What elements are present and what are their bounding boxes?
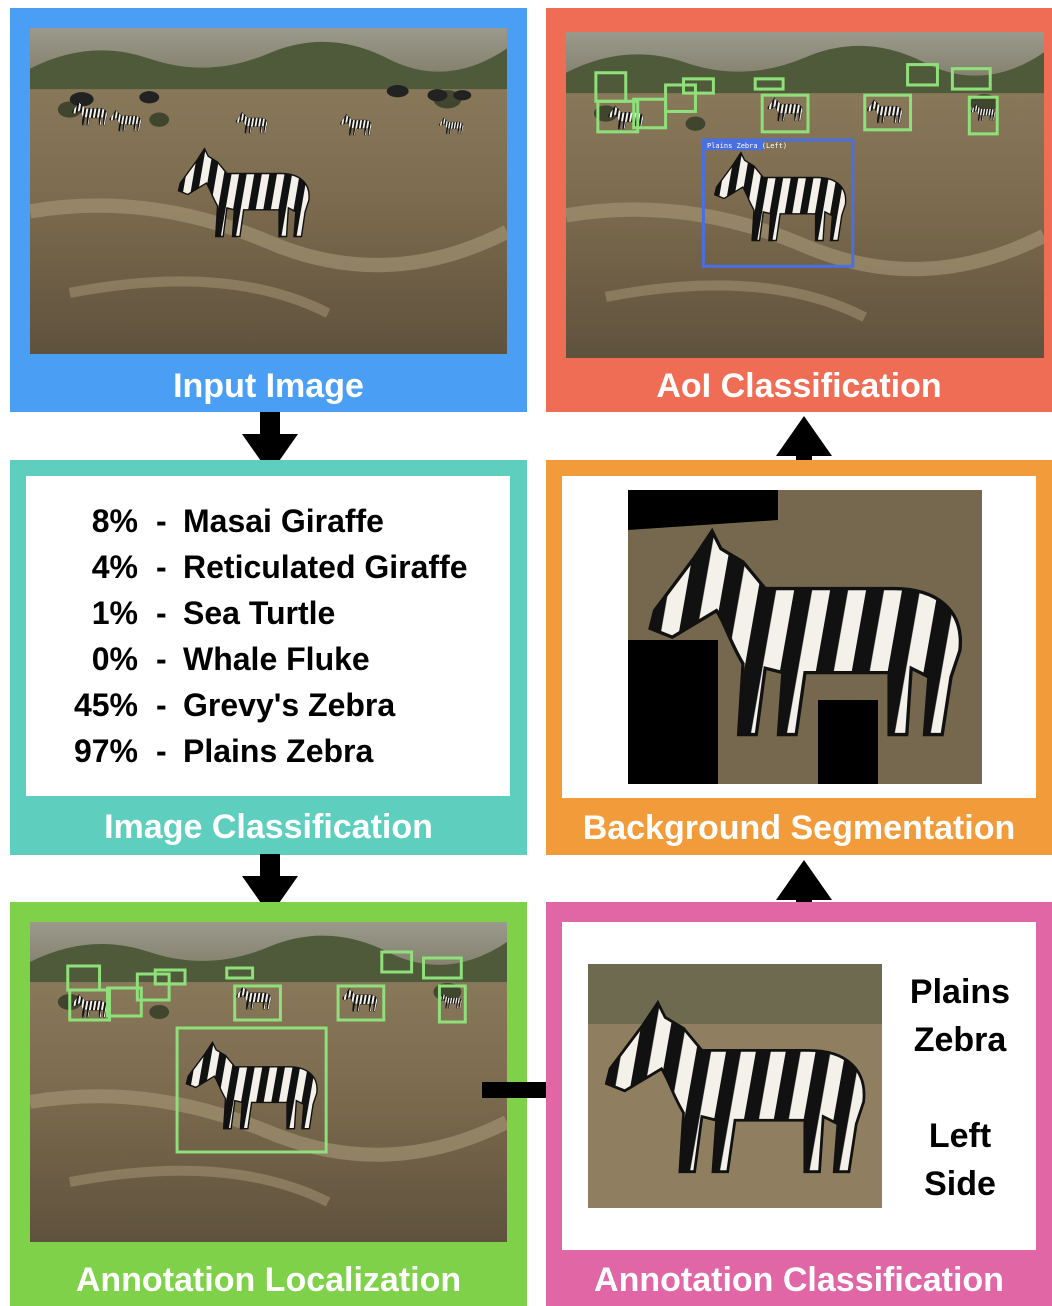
class-separator: - — [156, 498, 167, 544]
class-separator: - — [156, 590, 167, 636]
aoi-classification-label: AoI Classification — [546, 366, 1052, 406]
image-classification-label: Image Classification — [10, 807, 527, 847]
class-percent: 8% — [92, 498, 138, 544]
classification-row: 8% - Masai Giraffe — [26, 498, 510, 544]
annotation-classification-panel: Plains Zebra Left Side Annotation Classi… — [546, 902, 1052, 1306]
classification-row: 45% - Grevy's Zebra — [26, 682, 510, 728]
classification-row: 1% - Sea Turtle — [26, 590, 510, 636]
class-name: Grevy's Zebra — [183, 682, 395, 728]
class-separator: - — [156, 544, 167, 590]
species-line: Zebra — [896, 1016, 1024, 1064]
class-separator: - — [156, 636, 167, 682]
input-photo — [30, 28, 507, 354]
localization-photo-frame — [30, 922, 507, 1242]
classification-row: 0% - Whale Fluke — [26, 636, 510, 682]
class-name: Whale Fluke — [183, 636, 370, 682]
aoi-box-caption: Plains Zebra (Left) — [707, 142, 787, 151]
class-name: Reticulated Giraffe — [183, 544, 468, 590]
input-photo-frame — [30, 28, 507, 354]
background-segmentation-panel: Background Segmentation — [546, 460, 1052, 855]
classification-results-box: 8% - Masai Giraffe 4% - Reticulated Gira… — [26, 476, 510, 796]
localization-photo — [30, 922, 507, 1242]
annotation-zebra-photo — [588, 964, 882, 1208]
species-line: Plains — [896, 968, 1024, 1016]
aoi-classification-panel: Plains Zebra (Left) AoI Classification — [546, 8, 1052, 412]
classification-results-list: 8% - Masai Giraffe 4% - Reticulated Gira… — [26, 498, 510, 774]
class-percent: 4% — [92, 544, 138, 590]
segmentation-frame — [562, 476, 1036, 798]
annotation-classification-frame: Plains Zebra Left Side — [562, 922, 1036, 1250]
input-image-label: Input Image — [10, 366, 527, 406]
class-name: Masai Giraffe — [183, 498, 384, 544]
aoi-photo-frame: Plains Zebra (Left) — [566, 32, 1044, 358]
background-segmentation-label: Background Segmentation — [546, 808, 1052, 848]
class-percent: 97% — [74, 728, 138, 774]
class-percent: 0% — [92, 636, 138, 682]
class-separator: - — [156, 682, 167, 728]
aoi-photo — [566, 32, 1044, 358]
class-name: Plains Zebra — [183, 728, 373, 774]
class-separator: - — [156, 728, 167, 774]
classification-row: 4% - Reticulated Giraffe — [26, 544, 510, 590]
viewpoint-line: Left — [896, 1112, 1024, 1160]
annotation-classification-label: Annotation Classification — [546, 1260, 1052, 1300]
class-percent: 1% — [92, 590, 138, 636]
annotation-localization-label: Annotation Localization — [10, 1260, 527, 1300]
annotation-localization-panel: Annotation Localization — [10, 902, 527, 1306]
image-classification-panel: 8% - Masai Giraffe 4% - Reticulated Gira… — [10, 460, 527, 855]
classification-row: 97% - Plains Zebra — [26, 728, 510, 774]
input-image-panel: Input Image — [10, 8, 527, 412]
class-percent: 45% — [74, 682, 138, 728]
species-label: Plains Zebra — [896, 968, 1024, 1064]
viewpoint-line: Side — [896, 1160, 1024, 1208]
class-name: Sea Turtle — [183, 590, 335, 636]
viewpoint-label: Left Side — [896, 1112, 1024, 1208]
segmentation-photo — [628, 490, 982, 784]
